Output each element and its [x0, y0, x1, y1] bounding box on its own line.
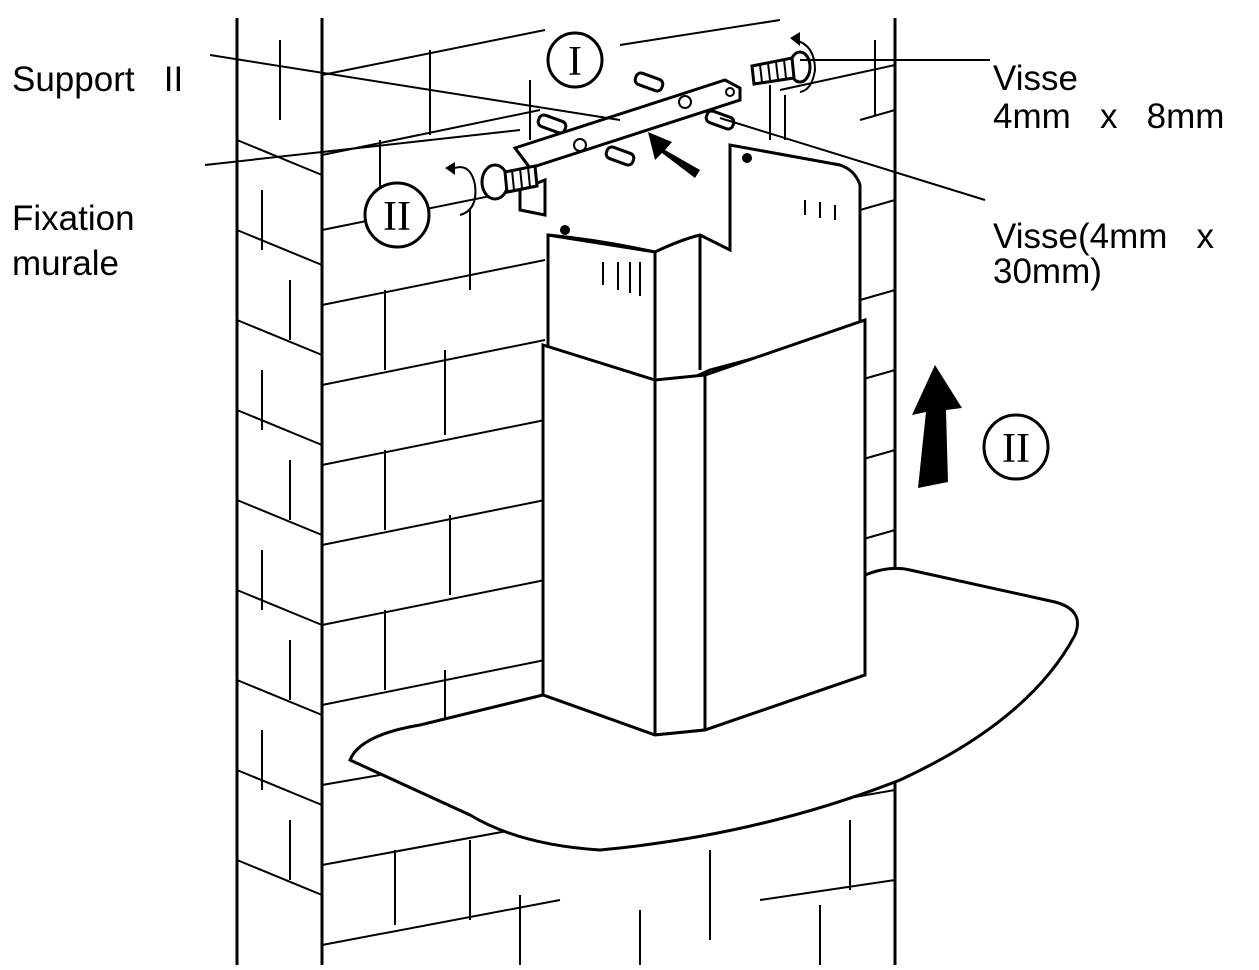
long-screw-icon [480, 163, 539, 201]
leader-lines [204, 54, 990, 201]
step-one-label: I [568, 39, 582, 85]
long-screw-label-line1: Visse(4mm x [993, 217, 1215, 256]
step-marker-one: I [546, 31, 604, 89]
rotation-arrow-icon [445, 32, 817, 216]
step-marker-two-left: II [363, 181, 431, 249]
wall-plugs [536, 71, 736, 167]
chimney-upper-section [546, 143, 862, 397]
up-arrow-icon [912, 365, 962, 488]
long-screw-label-line2: 30mm) [993, 252, 1102, 291]
brick-wall [235, 18, 897, 965]
small-screw-label-line1: Visse [993, 59, 1078, 98]
support-label: Support II [12, 60, 183, 99]
chimney-lower-section [541, 317, 867, 737]
step-two-right-label: II [1002, 426, 1030, 472]
step-two-left-label: II [383, 194, 411, 240]
support-bracket [512, 78, 742, 217]
fixation-label-line2: murale [12, 244, 119, 283]
hood-canopy [348, 566, 1079, 852]
insert-arrow-icon [648, 132, 700, 178]
step-marker-two-right: II [982, 413, 1050, 481]
fixation-label-line1: Fixation [12, 199, 135, 238]
small-screw-label-line2: 4mm x 8mm [993, 97, 1224, 136]
small-screw-icon [750, 50, 812, 86]
pillar-side-bricks [236, 40, 323, 896]
